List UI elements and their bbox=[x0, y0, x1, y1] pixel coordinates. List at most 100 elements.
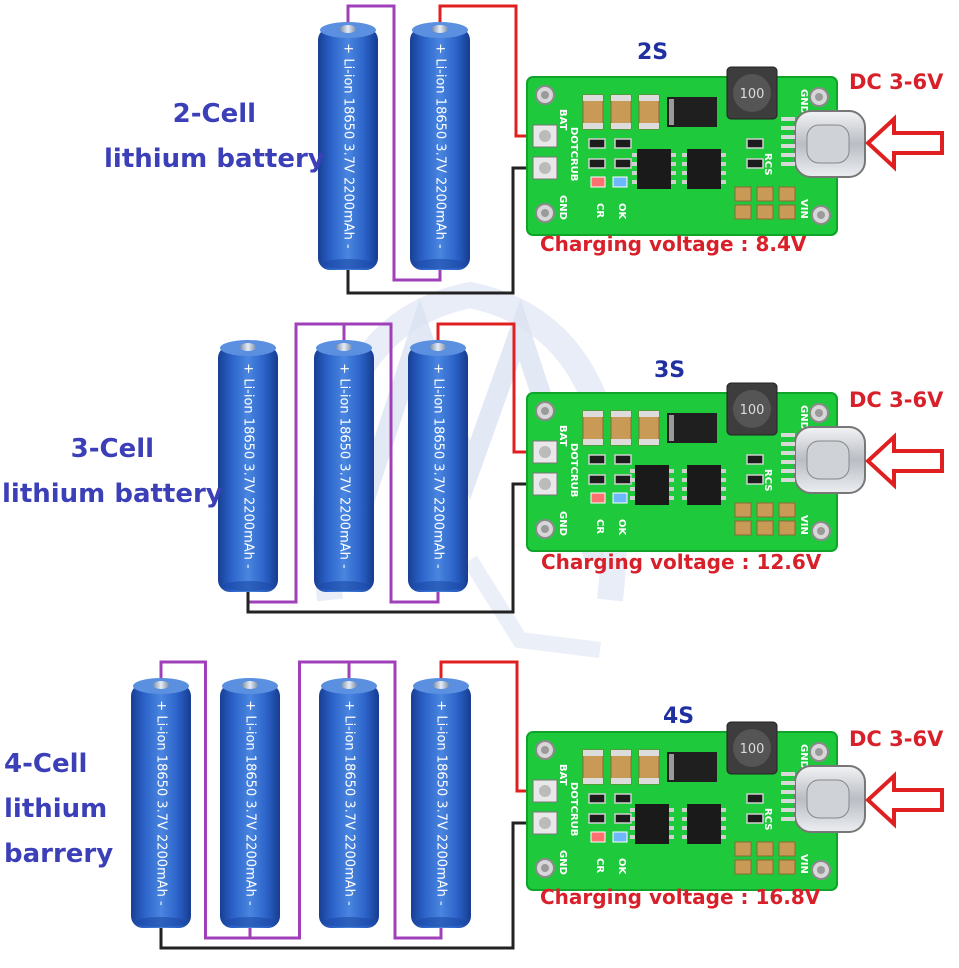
ic-pin bbox=[671, 171, 676, 175]
silk-vin: VIN bbox=[798, 854, 809, 874]
capacitor-small bbox=[778, 502, 796, 518]
ic-pin bbox=[630, 496, 635, 500]
silk-ok: OK bbox=[616, 858, 627, 876]
charging-voltage-4s: Charging voltage : 16.8V bbox=[540, 885, 821, 909]
hole-center bbox=[817, 866, 825, 874]
ic-pin bbox=[671, 162, 676, 166]
inductor-label: 100 bbox=[740, 742, 765, 757]
capacitor-small bbox=[734, 186, 752, 202]
resistor bbox=[614, 813, 632, 824]
battery-label: + Li-ion 18650 3.7V 2200mAh - bbox=[342, 700, 357, 906]
battery-terminal bbox=[336, 343, 352, 351]
ic-chip bbox=[687, 804, 721, 844]
usb-c-port bbox=[806, 124, 850, 164]
hole-center bbox=[541, 209, 549, 217]
silk-dotcrub: DOTCRUB bbox=[568, 443, 579, 497]
pad-hole bbox=[539, 130, 551, 142]
battery-terminal bbox=[430, 343, 446, 351]
wire-series-link bbox=[342, 322, 440, 604]
battery-cell: + Li-ion 18650 3.7V 2200mAh - bbox=[319, 678, 379, 928]
ic-pin bbox=[632, 162, 637, 166]
resistor bbox=[746, 474, 764, 485]
led-red bbox=[590, 492, 606, 504]
usb-pin bbox=[781, 469, 795, 473]
usb-pin bbox=[781, 781, 795, 785]
capacitor-small bbox=[778, 520, 796, 536]
battery-cell: + Li-ion 18650 3.7V 2200mAh - bbox=[411, 678, 471, 928]
resistor bbox=[746, 813, 764, 824]
ic-pin bbox=[721, 180, 726, 184]
capacitor-small bbox=[778, 186, 796, 202]
battery-body bbox=[411, 684, 471, 928]
battery-terminal bbox=[432, 25, 448, 33]
ic-pin bbox=[630, 817, 635, 821]
capacitor-small bbox=[734, 841, 752, 857]
ic-pin bbox=[669, 835, 674, 839]
ic-pin bbox=[630, 826, 635, 830]
ic-chip bbox=[687, 465, 721, 505]
capacitor-small bbox=[756, 186, 774, 202]
silk-ok: OK bbox=[616, 519, 627, 537]
resistor bbox=[588, 813, 606, 824]
battery-body bbox=[319, 684, 379, 928]
ic-pin bbox=[682, 153, 687, 157]
battery-label: + Li-ion 18650 3.7V 2200mAh - bbox=[434, 700, 449, 906]
resistor bbox=[588, 158, 606, 169]
hole-center bbox=[815, 93, 823, 101]
usb-pin bbox=[781, 808, 795, 812]
hole-center bbox=[541, 746, 549, 754]
usb-pin bbox=[781, 442, 795, 446]
ic-pin bbox=[630, 487, 635, 491]
ic-pin bbox=[721, 153, 726, 157]
ic-pin bbox=[632, 171, 637, 175]
diode bbox=[667, 97, 717, 127]
inductor-core bbox=[733, 390, 771, 428]
ic-chip bbox=[635, 465, 669, 505]
battery-body bbox=[131, 684, 191, 928]
ic-chip bbox=[687, 149, 721, 189]
battery-terminal bbox=[242, 681, 258, 689]
battery-bottom bbox=[412, 581, 464, 591]
diode-band bbox=[669, 99, 674, 125]
ic-pin bbox=[721, 835, 726, 839]
ic-pin bbox=[721, 171, 726, 175]
usb-pin bbox=[781, 162, 795, 166]
cell-label-line: barrery bbox=[4, 839, 114, 869]
ic-pin bbox=[682, 469, 687, 473]
ic-pin bbox=[682, 808, 687, 812]
silk-vin: VIN bbox=[798, 199, 809, 219]
ic-pin bbox=[669, 487, 674, 491]
usb-pin bbox=[781, 799, 795, 803]
cap-end bbox=[583, 123, 603, 129]
ic-pin bbox=[669, 808, 674, 812]
cap-end bbox=[611, 411, 631, 417]
led-blue bbox=[612, 831, 628, 843]
battery-bottom bbox=[322, 259, 374, 269]
silk-bat: BAT bbox=[557, 109, 568, 131]
ic-pin bbox=[630, 808, 635, 812]
wire-series-link bbox=[346, 4, 442, 282]
resistor bbox=[588, 138, 606, 149]
input-arrow-icon bbox=[865, 432, 944, 490]
ic-pin bbox=[632, 153, 637, 157]
cell-label-line: 3-Cell bbox=[70, 434, 155, 464]
battery-label: + Li-ion 18650 3.7V 2200mAh - bbox=[341, 43, 356, 249]
battery-terminal bbox=[341, 681, 357, 689]
ic-pin bbox=[721, 817, 726, 821]
led-red bbox=[590, 831, 606, 843]
hole-center bbox=[541, 864, 549, 872]
cap-end bbox=[583, 750, 603, 756]
wire-positive bbox=[436, 322, 545, 454]
charging-voltage-2s: Charging voltage : 8.4V bbox=[540, 232, 807, 256]
silk-gnd-right: GND bbox=[798, 89, 809, 114]
silk-gnd: GND bbox=[557, 850, 568, 875]
usb-pin bbox=[781, 433, 795, 437]
battery-cell: + Li-ion 18650 3.7V 2200mAh - bbox=[131, 678, 191, 928]
battery-label: + Li-ion 18650 3.7V 2200mAh - bbox=[433, 43, 448, 249]
led-blue bbox=[612, 176, 628, 188]
diode-band bbox=[669, 415, 674, 441]
cap-end bbox=[639, 778, 659, 784]
hole-center bbox=[815, 748, 823, 756]
silk-rcs: RCS bbox=[762, 153, 773, 175]
hole-center bbox=[541, 407, 549, 415]
